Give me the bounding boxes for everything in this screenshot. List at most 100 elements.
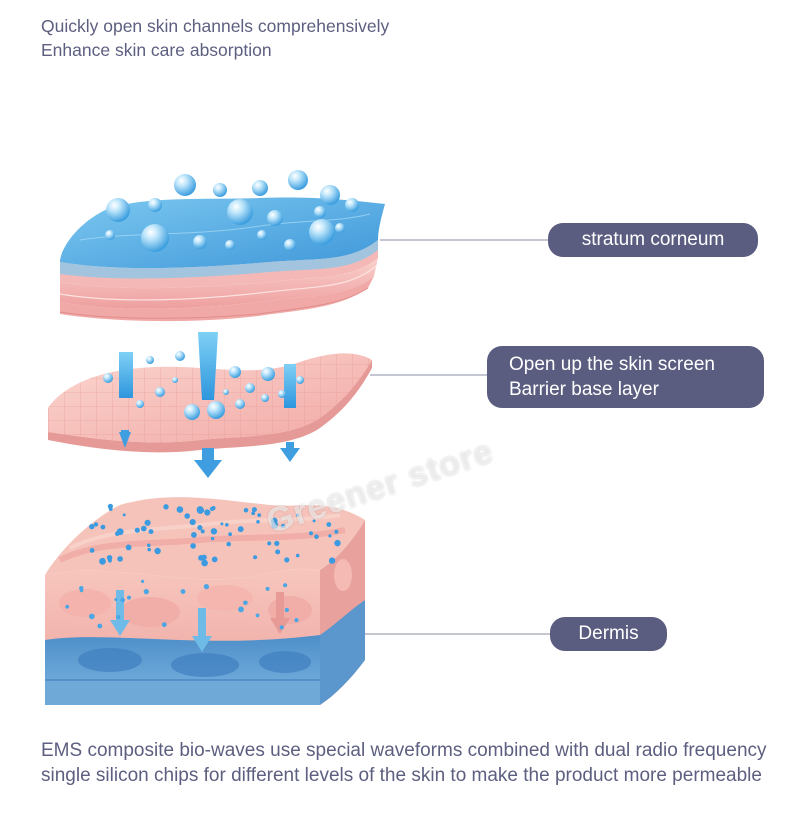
absorbed-dot [100,524,106,530]
absorbed-dot [161,622,167,628]
absorbed-dot [191,532,197,538]
absorbed-dot [143,589,149,595]
absorbed-dot [238,606,244,613]
absorbed-dot [210,528,218,535]
absorbed-dot [243,600,248,606]
absorbed-dot [226,541,231,547]
absorbed-dot [255,613,260,618]
absorbed-dot [265,586,270,591]
water-bubble [175,351,185,361]
arrow-left [119,352,133,398]
water-bubble [141,224,169,252]
absorbed-dot [108,507,113,511]
water-bubble [235,399,245,409]
absorbed-dot [283,583,288,588]
absorbed-dot [256,520,260,524]
arrow-center-tip [194,448,222,478]
absorbed-dot [257,513,262,517]
absorbed-dot [326,522,332,527]
absorbed-dot [144,519,151,526]
absorbed-dot [107,558,112,563]
absorbed-dot [198,555,204,561]
water-bubble [136,400,144,408]
stratum-corneum-layer [59,197,385,322]
water-bubble [229,366,241,378]
water-bubble [320,185,340,205]
water-bubble [227,199,253,225]
water-bubble [252,180,268,196]
absorbed-dot [147,543,151,548]
absorbed-dot [253,555,258,560]
absorption-arrows [119,332,300,478]
absorbed-dot [204,509,211,516]
dermis-label: Dermis [550,617,667,651]
absorbed-dot [296,513,300,517]
absorbed-dot [97,623,103,629]
absorbed-dot [93,522,99,527]
absorbed-dot [220,522,224,526]
absorbed-dot [228,532,233,537]
water-bubble [261,367,275,381]
water-bubble [207,401,225,419]
water-bubble [148,198,162,212]
absorbed-dot [163,504,169,510]
arrow-right [284,364,296,408]
absorbed-dot [89,523,95,530]
absorbed-dot [328,534,332,538]
water-bubble [146,356,154,364]
water-bubble [278,390,286,398]
water-bubble [309,219,335,245]
water-bubble [223,389,229,395]
absorbed-dot [116,615,121,619]
water-bubble [257,230,267,240]
water-bubble [296,376,304,384]
absorbed-dot [134,527,140,533]
absorbed-dot [180,589,186,594]
absorbed-dot [197,525,203,531]
absorbed-dot [237,526,244,533]
stratum-corneum-label: stratum corneum [548,223,758,257]
absorbed-dot [309,531,313,536]
dermis-text: Dermis [578,623,639,644]
absorbed-dot [334,529,339,534]
absorbed-dot [196,506,204,513]
absorbed-dot [189,519,196,526]
absorbed-dot [65,604,70,609]
absorbed-dot [251,507,257,513]
absorbed-dot [127,595,131,600]
absorbed-dot [335,542,340,547]
absorbed-dot [176,506,184,513]
absorbed-dot [328,557,336,564]
absorbed-dot [89,548,95,553]
absorbed-dot [275,549,281,555]
barrier-label-line-2: Barrier base layer [509,379,659,400]
water-bubble [288,170,308,190]
water-bubble [105,230,115,240]
barrier-label-line-1: Open up the skin screen [509,354,715,375]
water-bubble [225,240,235,250]
water-bubble [174,174,196,196]
footer-description: EMS composite bio-waves use special wave… [41,740,767,786]
absorbed-dot [314,534,319,539]
heading-line-2: Enhance skin care absorption [41,40,272,60]
absorbed-dot [267,541,272,546]
water-bubble [314,206,326,218]
absorbed-dot [117,556,123,562]
absorbed-dot [279,625,284,630]
absorbed-dot [114,598,118,601]
water-bubble [284,239,296,251]
absorbed-dot [201,559,208,567]
absorbed-dot [89,613,95,620]
water-bubble [345,198,359,212]
absorbed-dot [210,536,215,541]
absorbed-dot [295,553,300,558]
absorbed-dot [184,513,190,519]
absorbed-dot [148,529,154,535]
absorbed-dot [147,547,151,552]
water-bubble [172,377,178,383]
arrow-left-tip [119,430,131,448]
absorbed-dot [99,557,106,565]
absorbed-dot [271,521,279,529]
arrow-center [198,332,218,400]
absorbed-dot [203,584,209,590]
